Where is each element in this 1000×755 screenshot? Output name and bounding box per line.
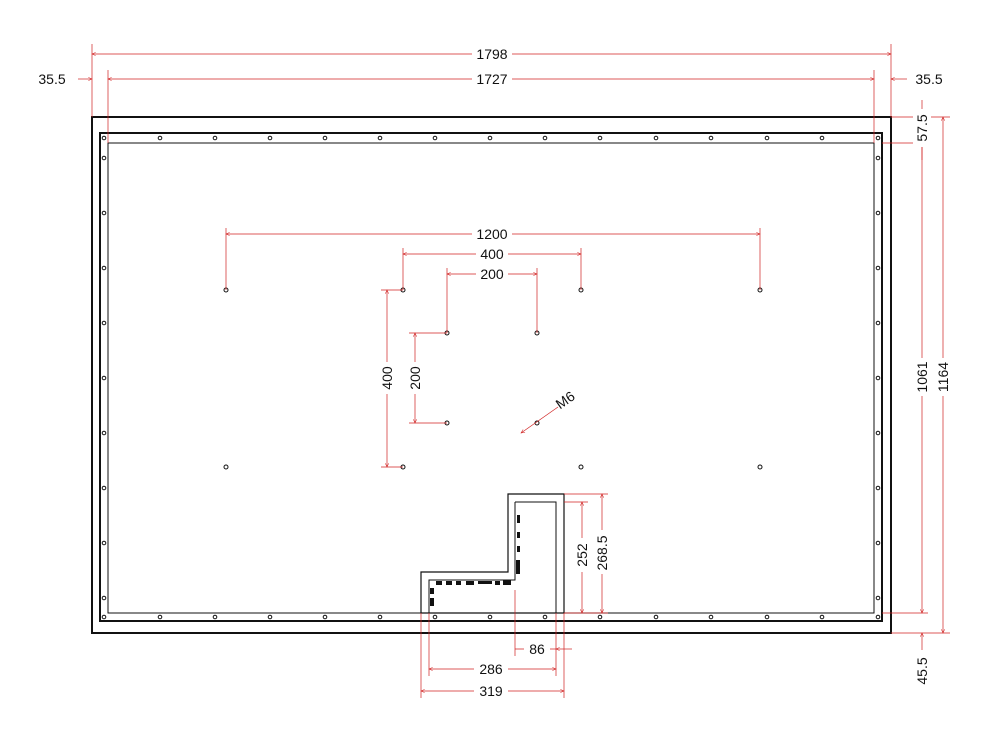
board-height-268-5-label: 268.5 bbox=[594, 535, 610, 570]
mounting-hole-bottom bbox=[542, 614, 548, 620]
overall-width-label: 1798 bbox=[476, 46, 507, 62]
vesa-200-horizontal-label: 200 bbox=[480, 266, 504, 282]
inner-panel bbox=[107, 142, 875, 614]
mounting-hole-bottom bbox=[267, 614, 273, 620]
mounting-hole-top bbox=[432, 135, 438, 141]
mounting-hole-bottom bbox=[377, 614, 383, 620]
board-offset-86-label: 86 bbox=[529, 641, 545, 657]
mounting-hole-right bbox=[875, 430, 881, 436]
dimension-lines bbox=[78, 44, 950, 698]
bezel-frame bbox=[99, 132, 883, 622]
io-board-outline bbox=[420, 493, 565, 614]
vesa-hole bbox=[578, 464, 584, 470]
mounting-hole-top bbox=[875, 135, 881, 141]
mounting-hole-left bbox=[101, 210, 107, 216]
mounting-hole-left bbox=[101, 320, 107, 326]
vesa-400-vertical-label: 400 bbox=[379, 366, 395, 390]
panel-outline bbox=[91, 116, 892, 634]
mounting-hole-top bbox=[377, 135, 383, 141]
mounting-hole-right bbox=[875, 265, 881, 271]
mounting-hole-left bbox=[101, 375, 107, 381]
mounting-hole-top bbox=[322, 135, 328, 141]
mounting-hole-bottom bbox=[764, 614, 770, 620]
vesa-holes bbox=[223, 287, 763, 470]
inner-width-label: 1727 bbox=[476, 71, 507, 87]
mounting-hole-top bbox=[764, 135, 770, 141]
io-board bbox=[420, 493, 565, 614]
bottom-margin-label: 45.5 bbox=[914, 657, 930, 684]
mounting-hole-bottom bbox=[101, 614, 107, 620]
overall-height-label: 1164 bbox=[935, 362, 951, 392]
vesa-400-horizontal-label: 400 bbox=[480, 246, 504, 262]
io-board-inner bbox=[428, 501, 557, 613]
mounting-hole-top bbox=[819, 135, 825, 141]
mounting-hole-top bbox=[157, 135, 163, 141]
mounting-hole-top bbox=[267, 135, 273, 141]
mounting-hole-bottom bbox=[157, 614, 163, 620]
vesa-200-vertical-label: 200 bbox=[407, 366, 423, 390]
mounting-hole-bottom bbox=[487, 614, 493, 620]
mounting-hole-left bbox=[101, 265, 107, 271]
top-margin-label: 57.5 bbox=[914, 114, 930, 141]
mounting-hole-top bbox=[597, 135, 603, 141]
mounting-hole-bottom bbox=[875, 614, 881, 620]
mounting-hole-top bbox=[212, 135, 218, 141]
mounting-hole-left bbox=[101, 485, 107, 491]
mounting-hole-bottom bbox=[819, 614, 825, 620]
io-connectors bbox=[430, 515, 520, 606]
mounting-hole-top bbox=[542, 135, 548, 141]
mounting-hole-bottom bbox=[653, 614, 659, 620]
mounting-hole-top bbox=[653, 135, 659, 141]
board-height-252-label: 252 bbox=[574, 543, 590, 567]
outer-frame bbox=[91, 116, 892, 634]
mounting-hole-bottom bbox=[212, 614, 218, 620]
mounting-hole-bottom bbox=[322, 614, 328, 620]
right-margin-label: 35.5 bbox=[915, 71, 942, 87]
board-width-286-label: 286 bbox=[479, 661, 503, 677]
mounting-hole-left bbox=[101, 540, 107, 546]
mounting-hole-right bbox=[875, 210, 881, 216]
mounting-hole-top bbox=[487, 135, 493, 141]
mounting-hole-right bbox=[875, 485, 881, 491]
mounting-hole-top bbox=[708, 135, 714, 141]
mounting-hole-right bbox=[875, 375, 881, 381]
mounting-hole-bottom bbox=[597, 614, 603, 620]
vesa-hole bbox=[223, 464, 229, 470]
inner-height-label: 1061 bbox=[914, 361, 930, 392]
vesa-1200-label: 1200 bbox=[476, 226, 507, 242]
mounting-hole-right bbox=[875, 595, 881, 601]
mounting-hole-right bbox=[875, 320, 881, 326]
mounting-hole-right bbox=[875, 155, 881, 161]
mounting-hole-right bbox=[875, 540, 881, 546]
mounting-hole-bottom bbox=[432, 614, 438, 620]
perimeter-holes bbox=[101, 135, 881, 620]
left-margin-label: 35.5 bbox=[38, 71, 65, 87]
mounting-hole-left bbox=[101, 155, 107, 161]
mounting-hole-left bbox=[101, 430, 107, 436]
board-width-319-label: 319 bbox=[479, 683, 503, 699]
vesa-hole bbox=[757, 464, 763, 470]
mounting-hole-top bbox=[101, 135, 107, 141]
mounting-hole-bottom bbox=[708, 614, 714, 620]
dimension-labels: 1798 1727 35.5 35.5 1200 400 200 400 200… bbox=[38, 45, 952, 700]
mounting-hole-left bbox=[101, 595, 107, 601]
